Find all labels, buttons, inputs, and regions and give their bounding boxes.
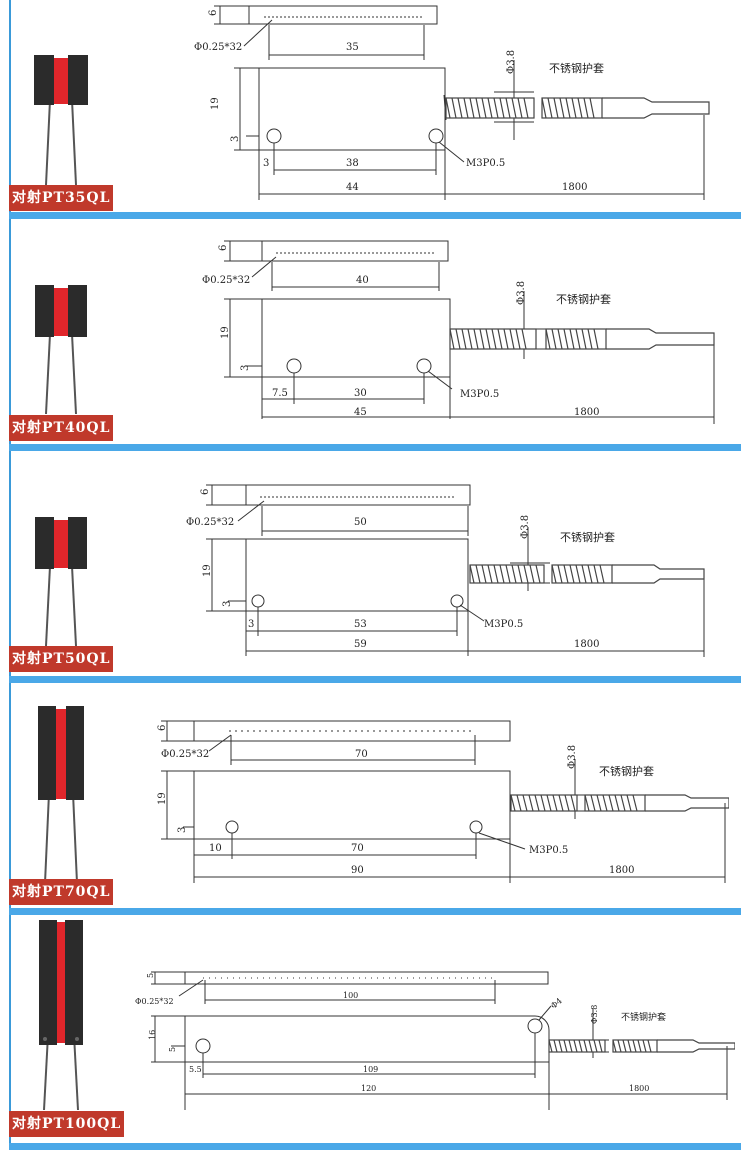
model-label: 对射PT100QL — [9, 1111, 125, 1137]
dim-pins: Φ0.25*32 — [161, 749, 209, 760]
sheath-label: 不锈钢护套 — [549, 61, 604, 75]
model-label: 对射PT40QL — [9, 415, 114, 441]
dim-pins: Φ0.25*32 — [202, 275, 250, 286]
technical-drawing: 6 Φ0.25*32 40 19 3 7.5 30 45 1800 Φ3.8 不… — [202, 240, 715, 424]
sheath-label: 不锈钢护套 — [556, 292, 611, 306]
panel-divider — [9, 444, 741, 451]
panel-border — [9, 915, 11, 1150]
sensor-photo — [35, 285, 87, 415]
sheath-label: 不锈钢护套 — [599, 764, 654, 778]
screw-label: M3P0.5 — [484, 619, 523, 630]
technical-drawing: 6 Φ0.25*32 50 19 3 3 53 59 1800 Φ3.8 不锈钢… — [186, 484, 705, 657]
mount-hole-left — [266, 128, 282, 144]
dim-hole-pitch: 53 — [354, 619, 367, 630]
technical-drawing: 5 Φ0.25*32 100 16 5 5.5 109 120 1800 Φ3.… — [135, 971, 735, 1110]
dim-width: 59 — [354, 639, 367, 650]
dim-cable-length: 1800 — [629, 1084, 649, 1093]
dim-width: 44 — [346, 182, 359, 193]
dim-cable-diameter: Φ3.8 — [590, 1005, 599, 1024]
dim-cable-diameter: Φ3.8 — [516, 281, 527, 305]
dim-height: 19 — [210, 97, 221, 110]
screw-label: M3P0.5 — [460, 389, 499, 400]
dim-thickness: 5 — [146, 973, 155, 978]
model-label: 对射PT70QL — [9, 879, 114, 905]
dim-hole-y: 3 — [222, 601, 233, 607]
dim-cable-length: 1800 — [574, 407, 599, 418]
dim-hole-diameter: Φ4 — [549, 996, 564, 1010]
panel-divider — [9, 908, 741, 915]
mount-hole-right — [428, 128, 444, 144]
sensor-photo — [39, 920, 83, 1111]
dim-pin-length: 40 — [356, 275, 369, 286]
panel-pt100ql: 对射PT100QL — [9, 915, 741, 1150]
dim-hole-x: 7.5 — [272, 388, 288, 399]
dim-pins: Φ0.25*32 — [194, 42, 242, 53]
dim-height: 16 — [148, 1030, 157, 1040]
sheath-label: 不锈钢护套 — [560, 530, 615, 544]
dim-pin-length: 70 — [355, 749, 368, 760]
dim-hole-x: 3 — [248, 619, 254, 630]
dim-cable-length: 1800 — [609, 865, 634, 876]
sensor-photo — [38, 706, 84, 884]
dim-height: 19 — [157, 792, 168, 805]
dim-pin-length: 50 — [354, 517, 367, 528]
sensor-photo — [34, 55, 88, 186]
dim-hole-pitch: 30 — [354, 388, 367, 399]
dim-pin-length: 35 — [346, 42, 359, 53]
dim-cable-diameter: Φ3.8 — [506, 50, 517, 74]
screw-label: M3P0.5 — [529, 845, 568, 856]
dim-hole-y: 5 — [168, 1047, 177, 1052]
dim-width: 45 — [354, 407, 367, 418]
dim-thickness: 6 — [208, 10, 219, 16]
dim-height: 19 — [220, 326, 231, 339]
dim-hole-y: 3 — [240, 365, 251, 371]
panel-divider — [9, 1143, 741, 1150]
dim-width: 120 — [361, 1084, 376, 1093]
dim-hole-x: 3 — [263, 158, 269, 169]
sensor-photo — [35, 517, 87, 647]
technical-drawing: 6 Φ0.25*32 70 19 3 10 70 90 1800 Φ3.8 不锈… — [157, 720, 729, 883]
panel-border — [9, 451, 11, 683]
dim-hole-y: 3 — [177, 827, 188, 833]
dim-hole-pitch: 109 — [363, 1065, 378, 1074]
model-label: 对射PT50QL — [9, 646, 114, 672]
dim-pins: Φ0.25*32 — [186, 517, 234, 528]
panel-border — [9, 683, 11, 915]
panel-pt40ql: 对射PT40QL — [9, 219, 741, 451]
panel-pt35ql: 对射PT35QL — [9, 0, 741, 219]
dim-hole-x: 5.5 — [189, 1065, 202, 1074]
sheath-label: 不锈钢护套 — [621, 1011, 666, 1023]
front-view-body — [258, 67, 446, 151]
dim-pin-length: 100 — [343, 991, 358, 1000]
dim-thickness: 6 — [200, 489, 211, 495]
panel-pt70ql: 对射PT70QL — [9, 683, 741, 915]
sheath-spring — [445, 97, 710, 119]
panel-border — [9, 0, 11, 219]
dim-hole-pitch: 38 — [346, 158, 359, 169]
dim-thickness: 6 — [157, 725, 168, 731]
dim-height: 19 — [202, 564, 213, 577]
dim-cable-diameter: Φ3.8 — [520, 515, 531, 539]
dim-hole-x: 10 — [209, 843, 222, 854]
dim-thickness: 6 — [218, 245, 229, 251]
side-view-body — [248, 5, 438, 25]
dim-cable-length: 1800 — [574, 639, 599, 650]
dim-cable-length: 1800 — [562, 182, 587, 193]
panel-pt50ql: 对射PT50QL — [9, 451, 741, 683]
model-label: 对射PT35QL — [9, 185, 114, 211]
panel-divider — [9, 676, 741, 683]
screw-label: M3P0.5 — [466, 158, 505, 169]
dim-cable-diameter: Φ3.8 — [567, 745, 578, 769]
dim-pins: Φ0.25*32 — [135, 997, 174, 1006]
panel-divider — [9, 212, 741, 219]
dim-hole-pitch: 70 — [351, 843, 364, 854]
dim-hole-y: 3 — [230, 136, 241, 142]
dim-width: 90 — [351, 865, 364, 876]
panel-border — [9, 219, 11, 451]
technical-drawing: 6 Φ0.25*32 35 19 3 3 38 44 1800 Φ3.8 不锈钢… — [194, 5, 710, 200]
